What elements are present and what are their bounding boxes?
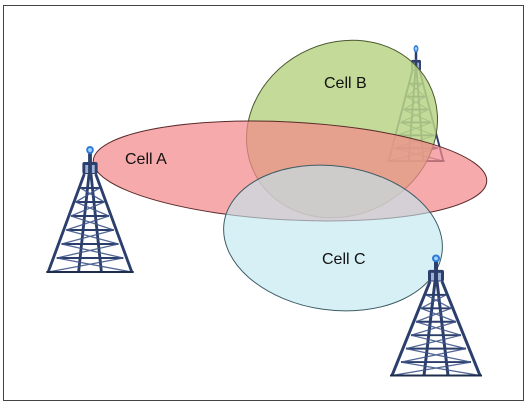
cell-b-label: Cell B <box>324 75 367 92</box>
cell-c-label: Cell C <box>322 251 366 268</box>
cell-a-label: Cell A <box>125 151 167 168</box>
cell-c-coverage <box>223 164 443 312</box>
